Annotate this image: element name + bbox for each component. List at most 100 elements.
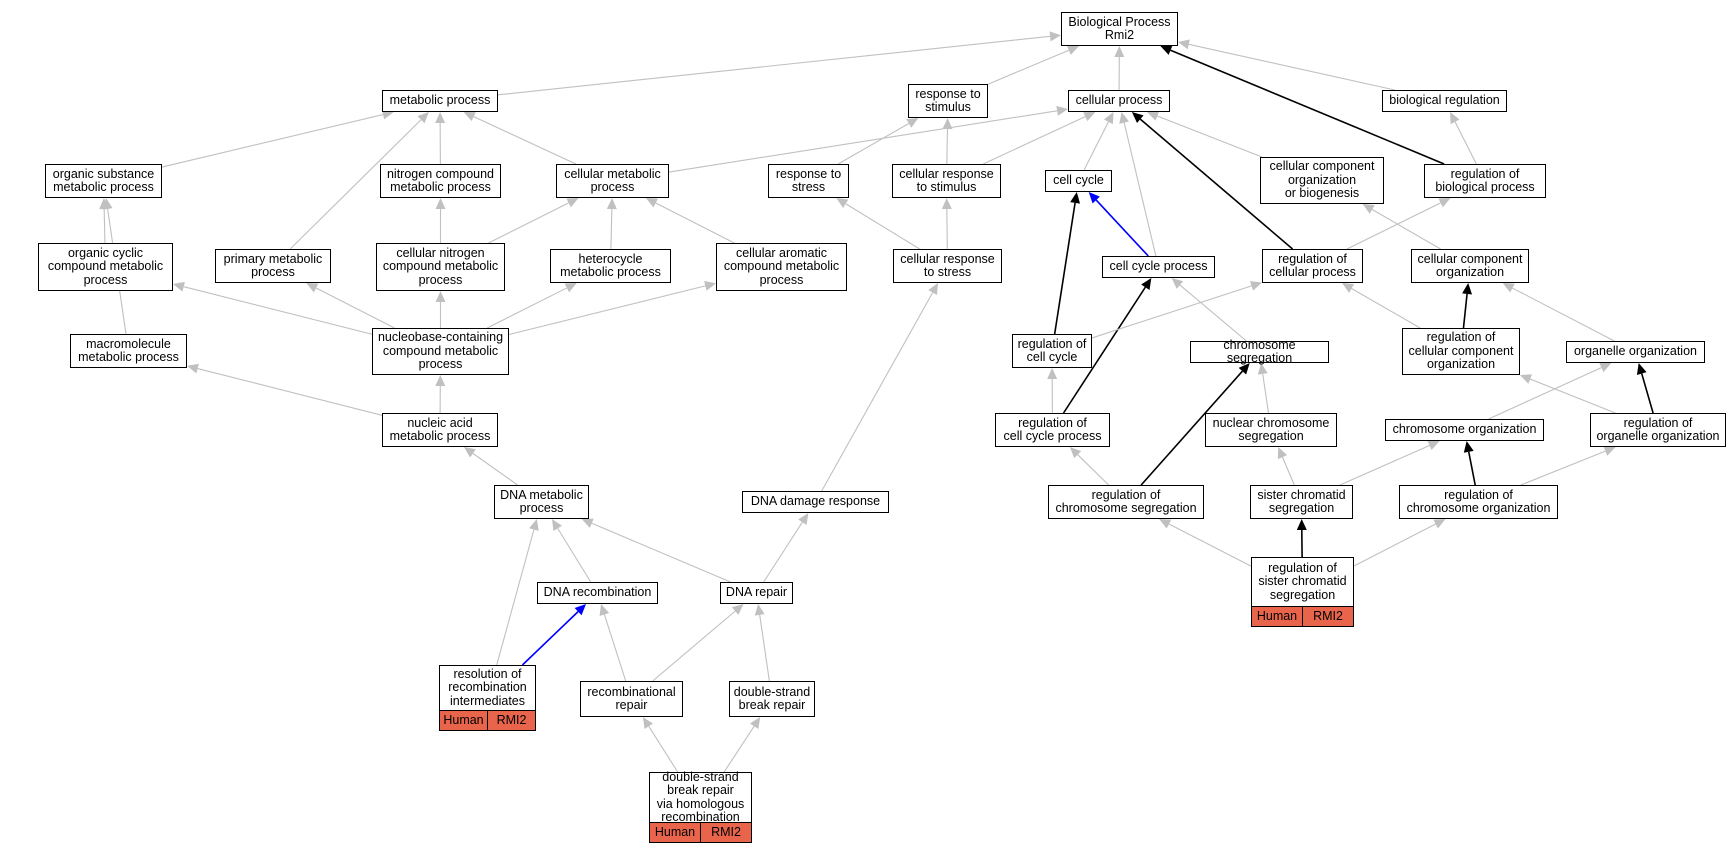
- go-term-cellular-aromatic[interactable]: cellular aromatic compound metabolic pro…: [716, 243, 847, 291]
- go-term-reg-cc-org[interactable]: regulation of cellular component organiz…: [1402, 328, 1520, 375]
- edge-arrowhead: [187, 363, 199, 374]
- edge-cell-cycle-to-cellular-process: [1083, 121, 1109, 171]
- go-term-cc-org-biogenesis[interactable]: cellular component organization or bioge…: [1260, 157, 1384, 204]
- edge-dna-repair-to-dna-damage: [763, 521, 803, 583]
- edge-arrowhead: [1131, 112, 1144, 123]
- edge-dna-damage-to-cellular-response-stress: [821, 292, 934, 492]
- edge-arrowhead: [599, 604, 610, 617]
- edge-arrowhead: [642, 717, 654, 729]
- edge-arrowhead: [1069, 447, 1082, 459]
- go-term-organic-cyclic[interactable]: organic cyclic compound metabolic proces…: [38, 243, 173, 291]
- species-tag: Human: [1256, 609, 1298, 624]
- go-term-cellular-response-stimulus[interactable]: cellular response to stimulus: [892, 164, 1001, 198]
- go-term-cc-org[interactable]: cellular component organization: [1411, 249, 1529, 283]
- edge-arrowhead: [645, 198, 658, 208]
- go-term-nitrogen-compound[interactable]: nitrogen compound metabolic process: [380, 164, 501, 198]
- go-term-reg-biological[interactable]: regulation of biological process: [1424, 164, 1546, 198]
- edge-reg-sister-to-reg-chrom-org: [1353, 523, 1436, 567]
- go-term-cellular-metabolic[interactable]: cellular metabolic process: [556, 164, 669, 198]
- edge-nucleobase-to-heterocycle: [486, 287, 568, 329]
- go-term-reg-cell-cycle[interactable]: regulation of cell cycle: [1012, 334, 1092, 368]
- go-term-nuclear-chrom-seg[interactable]: nuclear chromosome segregation: [1205, 413, 1337, 447]
- edge-cc-org-to-cc-org-biogenesis: [1371, 209, 1441, 250]
- edge-reg-cc-org-to-reg-cellular: [1351, 288, 1421, 329]
- go-term-reg-cell-cycle-process[interactable]: regulation of cell cycle process: [995, 413, 1110, 447]
- edge-arrowhead: [551, 519, 562, 531]
- edge-reg-chrom-org-to-chromosome-org: [1467, 451, 1476, 486]
- go-term-nucleic-acid[interactable]: nucleic acid metabolic process: [382, 413, 498, 447]
- go-term-primary-metabolic[interactable]: primary metabolic process: [215, 249, 331, 283]
- edge-arrowhead: [564, 283, 577, 293]
- go-term-dna-metabolic[interactable]: DNA metabolic process: [494, 485, 589, 519]
- edge-organic-cyclic-to-organic-substance: [103, 208, 106, 244]
- go-term-dna-repair[interactable]: DNA repair: [720, 582, 793, 604]
- edge-sister-chromatid-to-chromosome-org: [1339, 444, 1430, 486]
- edge-arrowhead: [1159, 519, 1172, 529]
- edge-nucleobase-to-cellular-aromatic: [508, 285, 706, 336]
- edge-dna-metabolic-to-nucleic-acid: [472, 452, 518, 486]
- go-term-resolution[interactable]: resolution of recombination intermediate…: [439, 665, 536, 711]
- go-term-bp[interactable]: Biological Process Rmi2: [1061, 12, 1178, 46]
- go-term-organelle-org[interactable]: organelle organization: [1566, 341, 1705, 363]
- edge-arrowhead: [941, 198, 952, 210]
- edge-arrowhead: [1047, 368, 1058, 380]
- go-term-metabolic[interactable]: metabolic process: [382, 90, 498, 112]
- edge-dna-repair-to-dna-metabolic: [591, 522, 731, 583]
- go-term-dna-damage[interactable]: DNA damage response: [742, 491, 889, 513]
- edge-arrowhead: [1438, 198, 1451, 208]
- go-term-macromolecule[interactable]: macromolecule metabolic process: [70, 334, 187, 368]
- edge-arrowhead: [1147, 111, 1160, 121]
- edge-response-stimulus-to-bp: [987, 49, 1070, 85]
- edge-reg-cellular-to-cellular-process: [1139, 118, 1294, 250]
- go-term-reg-organelle-org[interactable]: regulation of organelle organization: [1590, 413, 1726, 447]
- edge-biological-regulation-to-bp: [1188, 43, 1395, 91]
- edge-arrowhead: [1114, 46, 1125, 58]
- edge-arrowhead: [606, 198, 617, 210]
- edge-arrowhead: [417, 112, 429, 124]
- edge-dna-recombination-to-dna-metabolic: [557, 528, 592, 583]
- edge-resolution-to-dna-metabolic: [496, 529, 535, 666]
- go-term-sister-chromatid[interactable]: sister chromatid segregation: [1250, 485, 1353, 519]
- edge-sister-chromatid-to-nuclear-chrom-seg: [1281, 456, 1295, 486]
- edge-nucleobase-to-organic-cyclic: [183, 286, 373, 335]
- edge-resolution-to-dna-recombination: [521, 611, 579, 666]
- edge-dsb-repair-to-dna-repair: [759, 614, 770, 682]
- go-term-biological-regulation[interactable]: biological regulation: [1382, 90, 1507, 112]
- edge-reg-chrom-seg-to-reg-cell-cycle-process: [1077, 454, 1110, 486]
- go-term-response-stress[interactable]: response to stress: [768, 164, 849, 198]
- go-term-chromosome-org[interactable]: chromosome organization: [1385, 419, 1544, 441]
- go-term-response-stimulus[interactable]: response to stimulus: [908, 84, 988, 118]
- edge-cell-cycle-process-to-cellular-process: [1123, 122, 1157, 257]
- go-term-dsb-hr[interactable]: double-strand break repair via homologou…: [649, 770, 752, 824]
- go-term-nucleobase[interactable]: nucleobase-containing compound metabolic…: [372, 328, 509, 375]
- go-term-reg-cellular[interactable]: regulation of cellular process: [1262, 249, 1363, 283]
- edge-reg-sister-to-reg-chrom-seg: [1168, 523, 1252, 567]
- edge-arrowhead: [435, 375, 446, 387]
- go-term-reg-chrom-seg[interactable]: regulation of chromosome segregation: [1048, 485, 1204, 519]
- edge-recombinational-repair-to-dna-repair: [652, 610, 736, 682]
- edge-response-stress-to-response-stimulus: [837, 122, 910, 165]
- go-term-cell-cycle-process[interactable]: cell cycle process: [1102, 256, 1215, 278]
- edge-arrowhead: [704, 281, 716, 291]
- go-term-dna-recombination[interactable]: DNA recombination: [537, 582, 658, 604]
- edge-cc-org-biogenesis-to-cellular-process: [1157, 115, 1263, 158]
- go-term-recombinational-repair[interactable]: recombinational repair: [580, 681, 683, 717]
- go-term-chromosome-segregation[interactable]: chromosome segregation: [1190, 338, 1329, 365]
- go-term-cellular-nitrogen[interactable]: cellular nitrogen compound metabolic pro…: [376, 243, 505, 291]
- edge-arrowhead: [749, 717, 761, 729]
- go-term-reg-sister[interactable]: regulation of sister chromatid segregati…: [1251, 557, 1354, 607]
- go-term-heterocycle[interactable]: heterocycle metabolic process: [550, 249, 671, 283]
- go-term-cell-cycle[interactable]: cell cycle: [1045, 170, 1112, 192]
- go-term-dsb-repair[interactable]: double-strand break repair: [729, 681, 815, 717]
- go-term-reg-chrom-org[interactable]: regulation of chromosome organization: [1399, 485, 1558, 519]
- edge-cellular-nitrogen-to-cellular-metabolic: [488, 202, 569, 244]
- go-term-cellular-response-stress[interactable]: cellular response to stress: [893, 249, 1002, 283]
- edge-cellular-response-stimulus-to-response-stimulus: [946, 128, 949, 165]
- go-term-cellular-process[interactable]: cellular process: [1068, 90, 1170, 112]
- edge-cellular-aromatic-to-cellular-metabolic: [655, 202, 735, 244]
- edge-arrowhead: [566, 198, 579, 208]
- edge-dsb-hr-to-dsb-repair: [723, 725, 755, 773]
- go-term-organic-substance[interactable]: organic substance metabolic process: [45, 164, 162, 198]
